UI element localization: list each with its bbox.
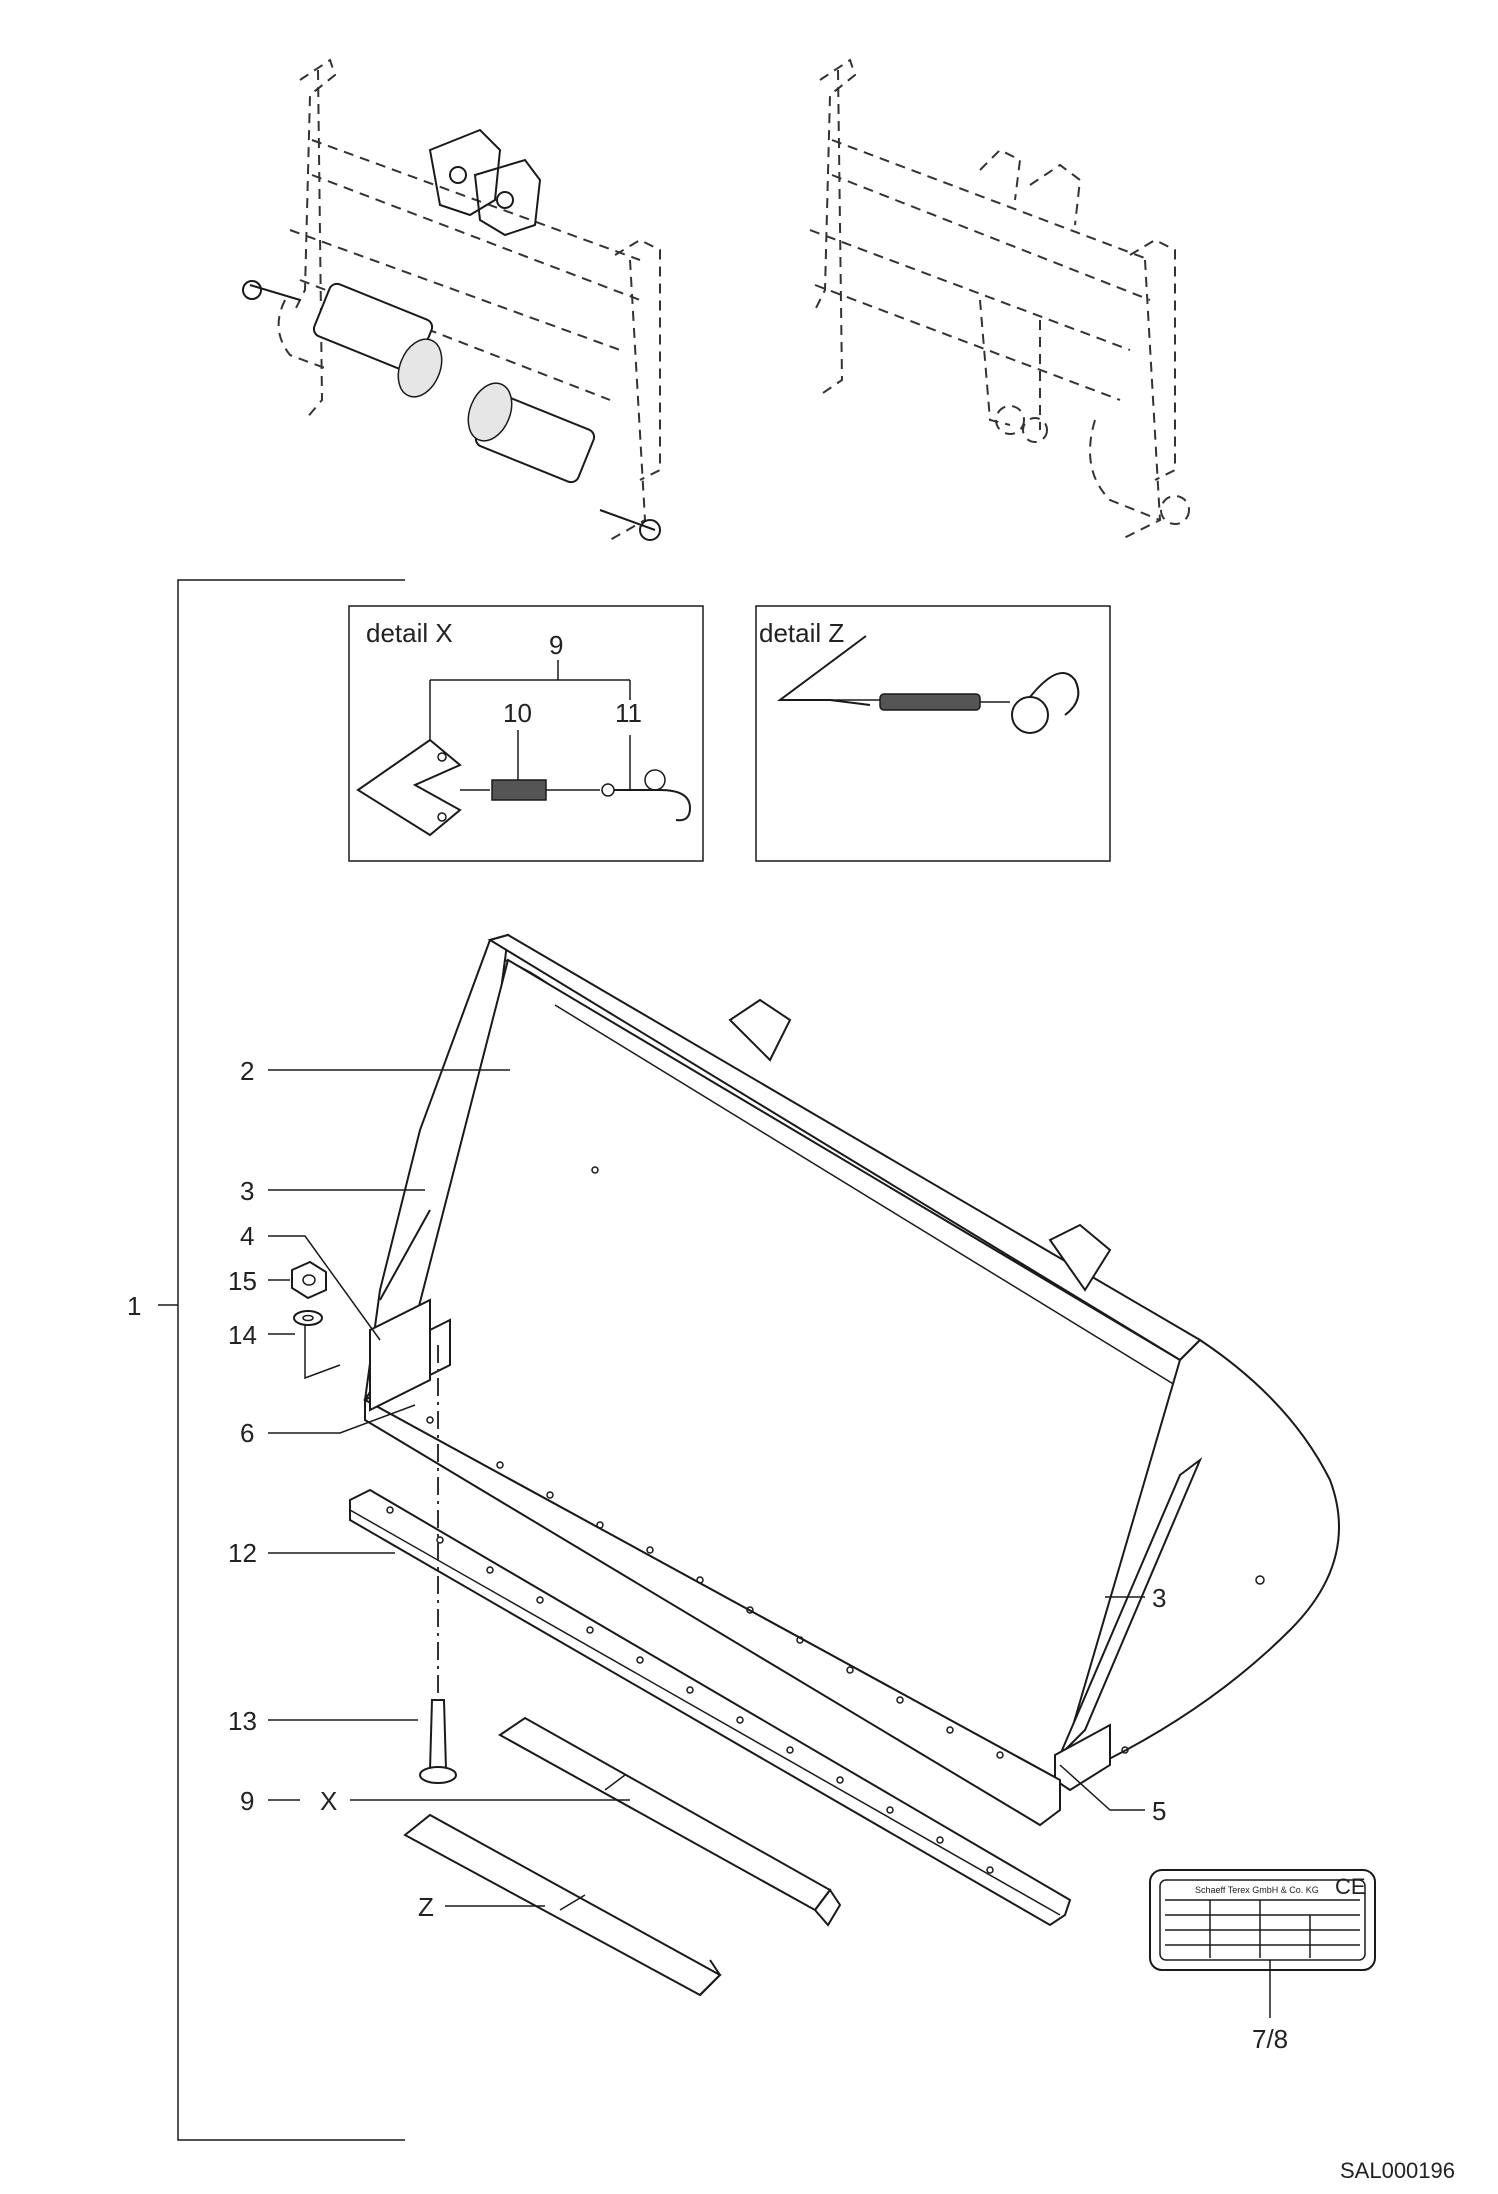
plate-ce-mark: CE (1335, 1874, 1366, 1899)
callout-2: 2 (240, 1056, 254, 1086)
callout-x: X (320, 1786, 337, 1816)
callout-14: 14 (228, 1320, 257, 1350)
quick-hitch-mechanical (809, 58, 1190, 541)
callout-12: 12 (228, 1538, 257, 1568)
fasteners (291, 1260, 457, 1784)
callout-5: 5 (1152, 1796, 1166, 1826)
bucket (362, 933, 1340, 1827)
callout-7-8: 7/8 (1252, 2024, 1288, 2054)
callout-6: 6 (240, 1418, 254, 1448)
callout-3-left: 3 (240, 1176, 254, 1206)
callout-9-detail: 9 (549, 630, 563, 660)
callout-13: 13 (228, 1706, 257, 1736)
callout-11: 11 (615, 698, 642, 728)
detail-x-box (348, 605, 704, 862)
type-plate: Schaeff Terex GmbH & Co. KG CE (1149, 1869, 1376, 1971)
edge-holes (386, 1506, 994, 1874)
callout-z: Z (418, 1892, 434, 1922)
cutting-edge-strip (349, 1488, 1072, 1927)
plate-maker-text: Schaeff Terex GmbH & Co. KG (1195, 1885, 1319, 1895)
callout-3-right: 3 (1152, 1583, 1166, 1613)
callout-9-assembly: 9 (240, 1786, 254, 1816)
callout-10: 10 (503, 698, 532, 728)
callout-1: 1 (127, 1291, 141, 1321)
detail-z-title: detail Z (759, 618, 844, 648)
leader-lines (268, 1069, 1271, 2018)
callout-4: 4 (240, 1221, 254, 1251)
protective-strip-z (403, 1813, 722, 1997)
detail-x-title: detail X (366, 618, 453, 648)
callout-labels: 1 2 3 4 15 14 6 12 13 9 X Z 3 5 7/8 deta… (127, 618, 1288, 2054)
assembly-bracket (158, 579, 405, 2141)
protective-strip-x (498, 1716, 842, 1927)
quick-hitch-hydraulic (242, 58, 661, 541)
floor-holes (426, 1416, 1004, 1759)
detail-z-box (755, 605, 1111, 862)
drawing-code: SAL000196 (1340, 2158, 1455, 2183)
callout-15: 15 (228, 1266, 257, 1296)
